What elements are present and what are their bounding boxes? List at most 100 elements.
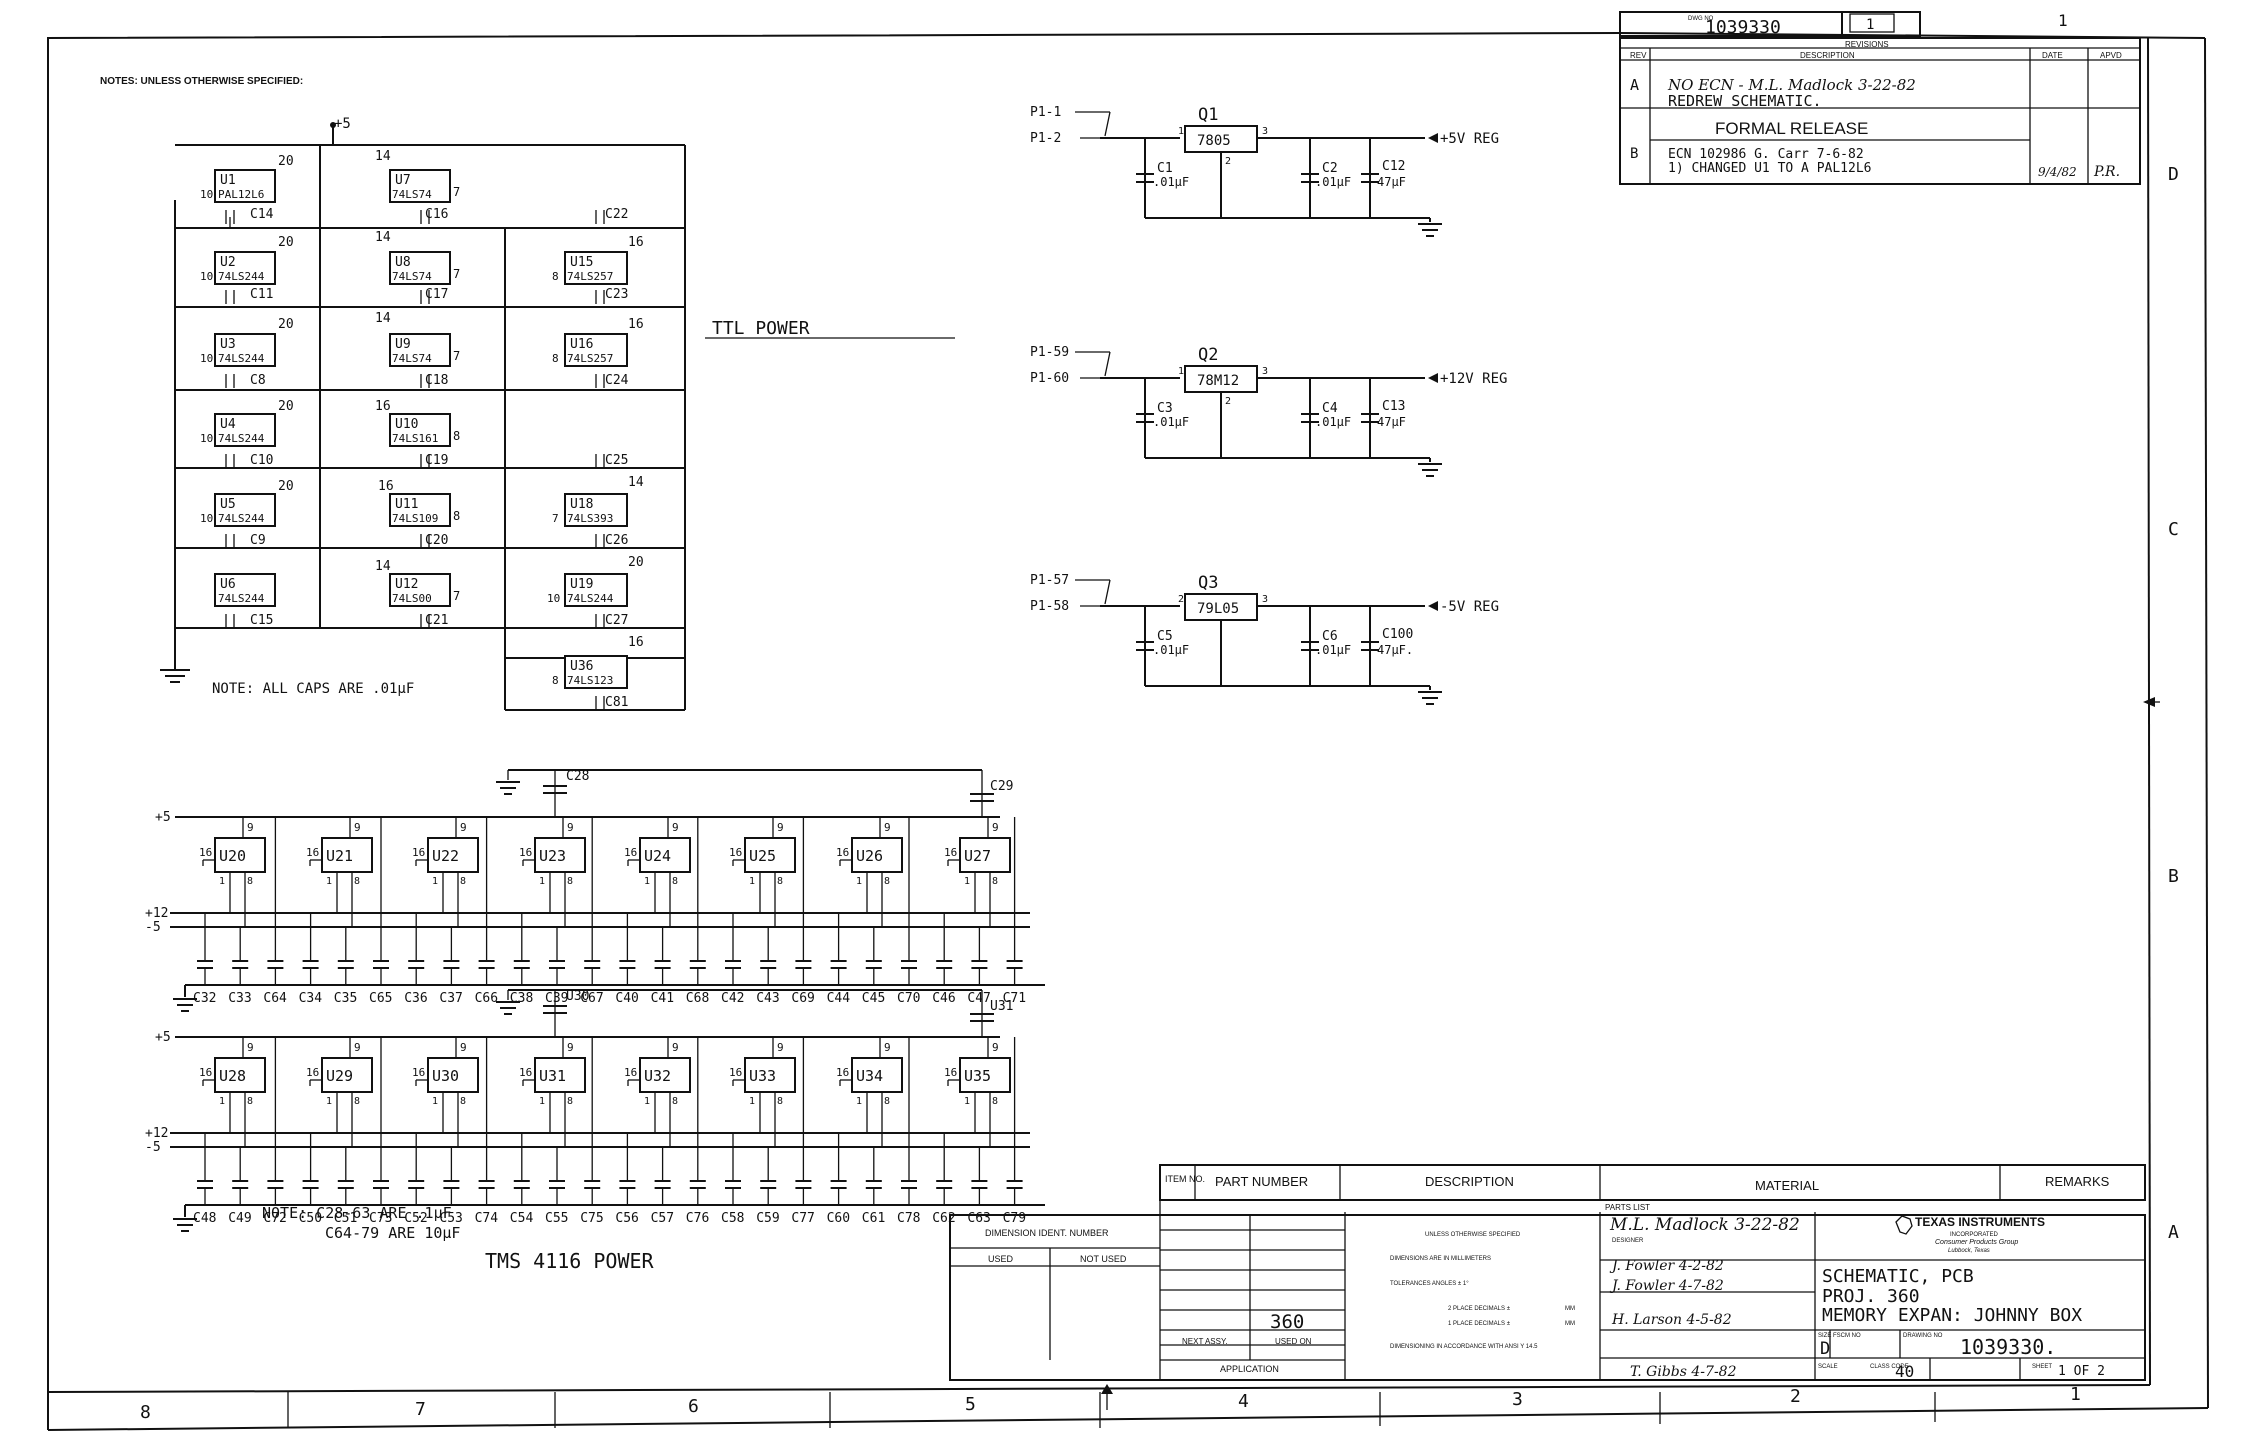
cap-out [1301,378,1319,458]
cap-label: C35 [334,991,357,1006]
u8-part: 74LS74 [392,270,432,283]
u16-gnd: 8 [552,352,559,365]
pin-vss2: 8 [567,1096,573,1107]
zone-8: 8 [140,1402,151,1423]
pin-vss: 16 [412,846,425,859]
cap-bulk-ref: C100 [1382,627,1413,642]
tms-cap-c57: C57 [651,1147,674,1226]
tms-cap-c74: C74 [475,1037,499,1226]
u8-gnd: 7 [453,267,460,281]
reg-input-a: P1-1 [1030,105,1061,120]
u12-ref: U12 [395,577,418,592]
rev-dwg-label: DWG NO [1688,16,1714,22]
pin-vdd: 9 [460,821,467,834]
rail-plus5-label: +5 [155,1030,171,1045]
pin-vss2: 8 [992,1096,998,1107]
u15-part: 74LS257 [567,270,613,283]
tms-top-cap-b: U31 [990,999,1013,1014]
cap-label: C50 [299,1211,322,1226]
output-arrow-icon [1428,133,1438,143]
u10-pins: 16 [375,399,391,414]
dimension-ident-label: DIMENSION IDENT. NUMBER [985,1228,1109,1238]
parts-col-part-number: PART NUMBER [1215,1174,1308,1189]
pin-vdd: 9 [777,1041,784,1054]
cap-label: C64 [263,991,287,1006]
pin-vss2: 8 [777,876,783,887]
tms-cap-c45: C45 [862,927,885,1006]
u16-part: 74LS257 [567,352,613,365]
u18-gnd: 7 [552,512,559,525]
cap-label: C67 [580,991,603,1006]
chip-ref: U30 [432,1067,459,1085]
pin-vdd: 9 [884,1041,891,1054]
reg-ground-icon [1418,691,1442,705]
cap-bulk [1361,378,1379,458]
chip-body [321,837,373,873]
parts-col-description: DESCRIPTION [1425,1174,1514,1189]
u4-chip [214,413,276,447]
pin-vbb: 1 [326,1096,332,1107]
u4-part: 74LS244 [218,432,265,445]
pin-vbb: 1 [856,1096,862,1107]
cap-label: C48 [193,1211,216,1226]
u1-part: PAL12L6 [218,188,264,201]
tms-top-cap-b: C29 [990,779,1013,794]
reg-output: +12V REG [1440,371,1507,387]
cap-out [1301,138,1319,218]
chip-ref: U28 [219,1067,246,1085]
u36-gnd: 8 [552,674,559,687]
pin-vdd: 9 [354,1041,361,1054]
pin-vbb: 1 [964,1096,970,1107]
cap-label: C71 [1003,991,1026,1006]
cap-out-ref: C4 [1322,401,1338,416]
tms-cap-c39: C39 [545,927,568,1006]
u18-chip [564,493,628,527]
pin-vbb: 1 [219,876,225,887]
cap-label: C74 [475,1211,499,1226]
drawing-no-label: DRAWING NO [1903,1333,1943,1339]
cap-in-ref: C3 [1157,401,1173,416]
rev-col-apvd: APVD [2100,51,2122,60]
tms-cap-c67: C67 [580,817,604,1006]
tms-cap-c66: C66 [475,817,498,1006]
pin-vbb: 1 [644,876,650,887]
rev-a-line2: REDREW SCHEMATIC. [1668,92,1822,110]
tms-cap-c37: C37 [439,927,463,1006]
reg-input-b: P1-2 [1030,131,1061,146]
zone-d: D [2168,164,2179,185]
u36-ref: U36 [570,659,593,674]
cap-label: C73 [369,1211,392,1226]
u15-pins: 16 [628,235,644,250]
scale-label: SCALE [1818,1364,1838,1370]
cap-in [1136,138,1154,218]
sig-checker: J. Fowler 4-2-82 [1609,1258,1724,1274]
u7-gnd: 7 [453,185,460,199]
reg-ref: Q3 [1198,573,1218,593]
rail-minus5-label: -5 [145,920,161,935]
tms-cap-c34: C34 [299,913,322,1006]
chip-body [959,837,1011,873]
chip-body [427,1057,479,1093]
drawing-title-3: MEMORY EXPAN: JOHNNY BOX [1822,1305,2082,1326]
u16-chip [564,333,628,367]
u19-chip [564,573,628,607]
u6-chip [214,573,276,607]
cap-label: C66 [475,991,498,1006]
cap-label: C65 [369,991,392,1006]
u5-part: 74LS244 [218,512,265,525]
cap-c24: C24 [605,373,629,388]
rev-col-desc: DESCRIPTION [1800,51,1855,60]
sheet-label: SHEET [2032,1364,2052,1370]
cap-label: C45 [862,991,885,1006]
tms-cap-c75: C75 [580,1037,604,1226]
pin-vss2: 8 [354,876,360,887]
u1-gnd: 10 [200,188,213,201]
u15-ref: U15 [570,255,593,270]
output-arrow-icon [1428,601,1438,611]
u10-part: 74LS161 [392,432,438,445]
